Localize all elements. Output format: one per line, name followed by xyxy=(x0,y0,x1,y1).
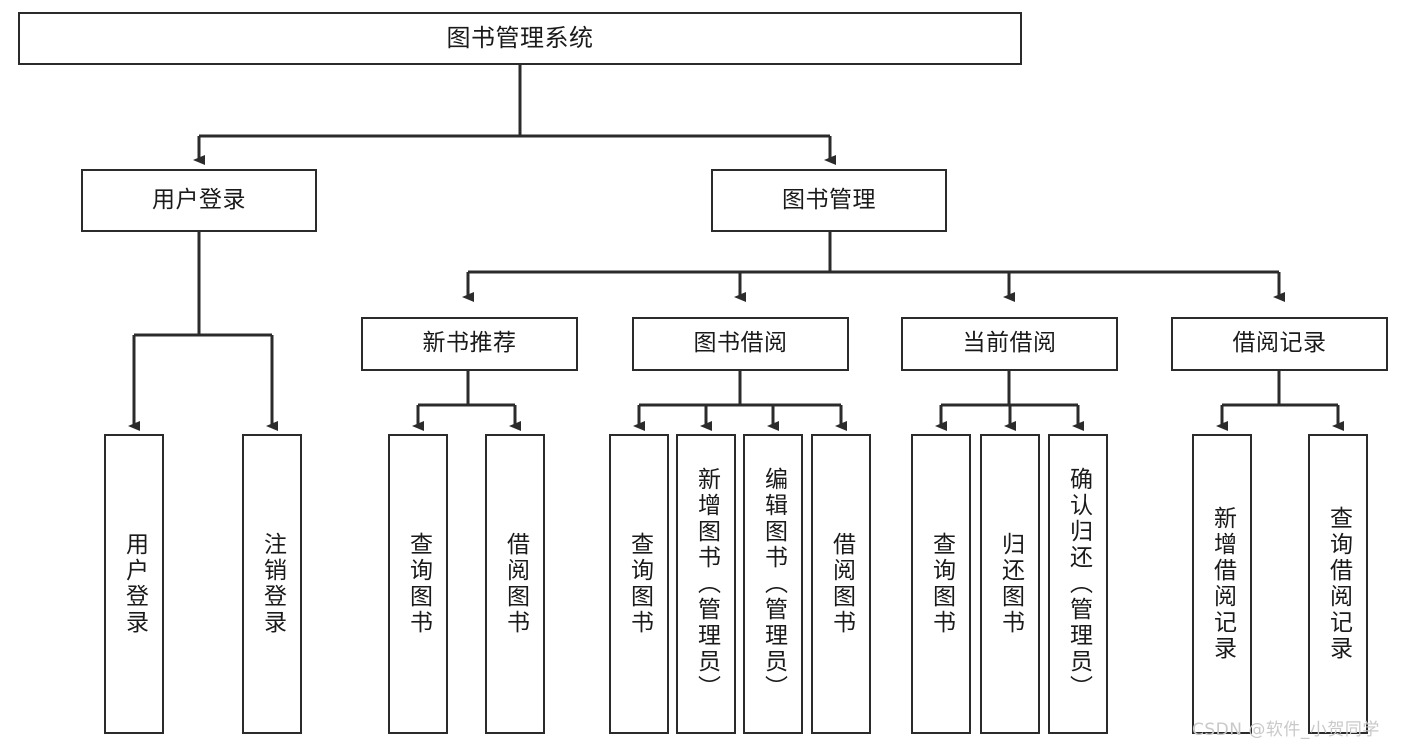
node-book-borrow-label: 图书借阅 xyxy=(693,330,788,357)
node-leaf-add-book-label: 新增图书（管理员） xyxy=(693,467,720,701)
node-new-book-recommend-label: 新书推荐 xyxy=(422,330,517,357)
node-leaf-add-book[interactable]: 新增图书（管理员） xyxy=(676,434,736,734)
node-leaf-return-book-label: 归还图书 xyxy=(997,532,1024,636)
node-leaf-query-book-2[interactable]: 查询图书 xyxy=(609,434,669,734)
node-leaf-query-book-3-label: 查询图书 xyxy=(928,532,955,636)
node-new-book-recommend[interactable]: 新书推荐 xyxy=(361,317,578,371)
node-book-manage[interactable]: 图书管理 xyxy=(711,169,947,232)
node-leaf-user-login-label: 用户登录 xyxy=(121,532,148,636)
node-leaf-borrow-book-1-label: 借阅图书 xyxy=(502,532,529,636)
node-leaf-user-logout-label: 注销登录 xyxy=(259,532,286,636)
node-leaf-query-book-1[interactable]: 查询图书 xyxy=(388,434,448,734)
node-borrow-record-label: 借阅记录 xyxy=(1232,330,1327,357)
node-leaf-confirm-return[interactable]: 确认归还（管理员） xyxy=(1048,434,1108,734)
node-leaf-add-record[interactable]: 新增借阅记录 xyxy=(1192,434,1252,734)
node-leaf-edit-book-label: 编辑图书（管理员） xyxy=(760,467,787,701)
node-leaf-return-book[interactable]: 归还图书 xyxy=(980,434,1040,734)
node-leaf-query-record-label: 查询借阅记录 xyxy=(1325,506,1352,662)
node-leaf-confirm-return-label: 确认归还（管理员） xyxy=(1065,467,1092,701)
node-leaf-add-record-label: 新增借阅记录 xyxy=(1209,506,1236,662)
node-leaf-borrow-book-2[interactable]: 借阅图书 xyxy=(811,434,871,734)
node-leaf-query-book-1-label: 查询图书 xyxy=(405,532,432,636)
node-leaf-borrow-book-1[interactable]: 借阅图书 xyxy=(485,434,545,734)
node-leaf-query-book-2-label: 查询图书 xyxy=(626,532,653,636)
node-current-borrow[interactable]: 当前借阅 xyxy=(901,317,1118,371)
node-book-borrow[interactable]: 图书借阅 xyxy=(632,317,849,371)
node-leaf-query-book-3[interactable]: 查询图书 xyxy=(911,434,971,734)
node-current-borrow-label: 当前借阅 xyxy=(962,330,1057,357)
node-book-manage-label: 图书管理 xyxy=(782,186,876,213)
node-leaf-edit-book[interactable]: 编辑图书（管理员） xyxy=(743,434,803,734)
node-leaf-borrow-book-2-label: 借阅图书 xyxy=(828,532,855,636)
node-leaf-user-logout[interactable]: 注销登录 xyxy=(242,434,302,734)
node-borrow-record[interactable]: 借阅记录 xyxy=(1171,317,1388,371)
node-user-login[interactable]: 用户登录 xyxy=(81,169,317,232)
node-root-system[interactable]: 图书管理系统 xyxy=(18,12,1022,65)
node-root-label: 图书管理系统 xyxy=(446,24,594,53)
node-leaf-user-login[interactable]: 用户登录 xyxy=(104,434,164,734)
node-user-login-label: 用户登录 xyxy=(152,186,246,213)
node-leaf-query-record[interactable]: 查询借阅记录 xyxy=(1308,434,1368,734)
